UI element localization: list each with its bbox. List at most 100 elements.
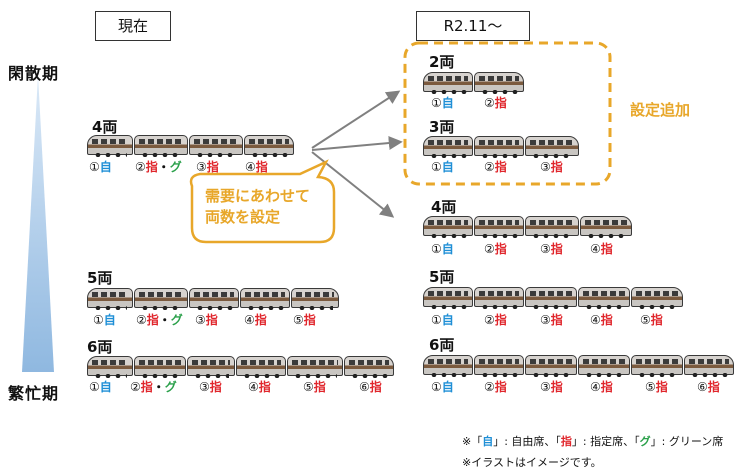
car-number: ③ — [199, 380, 210, 394]
seat-label: ②指・グ — [136, 311, 183, 328]
callout-line2: 両数を設定 — [205, 208, 281, 226]
arrow-to-3cars — [311, 136, 403, 151]
seat-type-shitei: 指 — [494, 242, 507, 256]
seat-type-jiyu: 自 — [441, 96, 454, 110]
count-new-4: 4両 — [431, 198, 457, 216]
count-new-6: 6両 — [429, 336, 455, 354]
train-new-6 — [423, 355, 734, 377]
seat-type-shitei: 指 — [140, 380, 153, 394]
note-green: グ — [639, 435, 651, 448]
car-number: ① — [431, 160, 442, 174]
seat-type-shitei: 指 — [313, 380, 326, 394]
callout-text: 需要にあわせて 両数を設定 — [205, 186, 310, 228]
car-number: ③ — [195, 313, 206, 327]
seat-label: ①自 — [431, 94, 454, 111]
seat-type-jiyu: 自 — [441, 380, 454, 394]
car-number: ③ — [196, 160, 207, 174]
seat-label: ⑥指 — [359, 378, 382, 395]
car — [287, 356, 343, 378]
count-current-6: 6両 — [87, 338, 113, 356]
car-number: ⑤ — [640, 313, 651, 327]
seat-type-shitei: 指 — [600, 313, 613, 327]
seat-label: ③指 — [540, 158, 563, 175]
seat-label: ③指 — [540, 378, 563, 395]
seat-type-shitei: 指 — [600, 380, 613, 394]
seat-type-shitei: 指 — [369, 380, 382, 394]
arrow-to-2cars — [311, 90, 401, 149]
car-number: ④ — [590, 242, 601, 256]
seat-label: ①自 — [431, 378, 454, 395]
seat-type-shitei: 指 — [494, 313, 507, 327]
car — [344, 356, 394, 378]
seat-type-shitei: 指 — [494, 380, 507, 394]
car-number: ② — [484, 160, 495, 174]
car — [87, 135, 133, 157]
seat-type-jiyu: 自 — [441, 242, 454, 256]
car-number: ③ — [540, 160, 551, 174]
car-number: ⑤ — [645, 380, 656, 394]
seat-type-shitei: 指 — [550, 160, 563, 174]
seat-label: ③指 — [540, 240, 563, 257]
seat-label: ③指 — [540, 311, 563, 328]
seat-label: ②指 — [484, 94, 507, 111]
car-number: ④ — [590, 313, 601, 327]
car — [631, 355, 683, 377]
car-number: ⑤ — [293, 313, 304, 327]
seat-label: ①自 — [89, 158, 112, 175]
car-number: ③ — [540, 242, 551, 256]
seat-label: ①自 — [93, 311, 116, 328]
car — [474, 136, 524, 158]
legend-note: ※「自」: 自由席、「指」: 指定席、「グ」: グリーン席 — [462, 433, 723, 449]
train-new-5 — [423, 287, 683, 309]
seat-label: ⑤指 — [303, 378, 326, 395]
car-number: ④ — [245, 160, 256, 174]
seat-type-jiyu: 自 — [441, 160, 454, 174]
car-number: ② — [484, 96, 495, 110]
header-current-label: 現在 — [117, 17, 148, 35]
count-current-5: 5両 — [87, 269, 113, 287]
separator: ・ — [158, 313, 171, 327]
seat-type-shitei: 指 — [707, 380, 720, 394]
seat-type-shitei: 指 — [600, 242, 613, 256]
car-number: ② — [484, 313, 495, 327]
car — [87, 288, 133, 310]
car-number: ② — [484, 242, 495, 256]
seat-type-jiyu: 自 — [103, 313, 116, 327]
note-shitei: 指 — [560, 435, 572, 448]
car-number: ① — [431, 96, 442, 110]
seat-label: ⑤指 — [645, 378, 668, 395]
car-number: ① — [431, 313, 442, 327]
seat-type-jiyu: 自 — [99, 380, 112, 394]
seat-type-shitei: 指 — [550, 380, 563, 394]
car — [87, 356, 133, 378]
seat-label: ②指 — [484, 240, 507, 257]
seat-type-jiyu: 自 — [441, 313, 454, 327]
car-number: ⑤ — [303, 380, 314, 394]
note-text: 」: グリーン席 — [650, 435, 724, 448]
car-number: ① — [89, 380, 100, 394]
car — [134, 356, 186, 378]
train-current-6 — [87, 356, 394, 378]
car-number: ① — [93, 313, 104, 327]
illustration-note: ※イラストはイメージです。 — [462, 456, 602, 469]
car — [474, 216, 524, 238]
car — [423, 136, 473, 158]
seat-label: ③指 — [199, 378, 222, 395]
separator: ・ — [152, 380, 165, 394]
seat-label: ③指 — [196, 158, 219, 175]
car — [244, 135, 294, 157]
seat-label: ④指 — [244, 311, 267, 328]
car — [291, 288, 339, 310]
seat-label: ②指 — [484, 158, 507, 175]
seat-label: ⑤指 — [293, 311, 316, 328]
car-number: ④ — [244, 313, 255, 327]
car-number: ② — [130, 380, 141, 394]
note-text: ※「 — [462, 435, 483, 448]
added-config-label: 設定追加 — [630, 101, 691, 119]
car — [134, 135, 188, 157]
seat-type-green: グ — [169, 160, 182, 174]
car-number: ② — [484, 380, 495, 394]
seat-type-shitei: 指 — [550, 313, 563, 327]
seat-label: ④指 — [590, 378, 613, 395]
car — [525, 287, 577, 309]
